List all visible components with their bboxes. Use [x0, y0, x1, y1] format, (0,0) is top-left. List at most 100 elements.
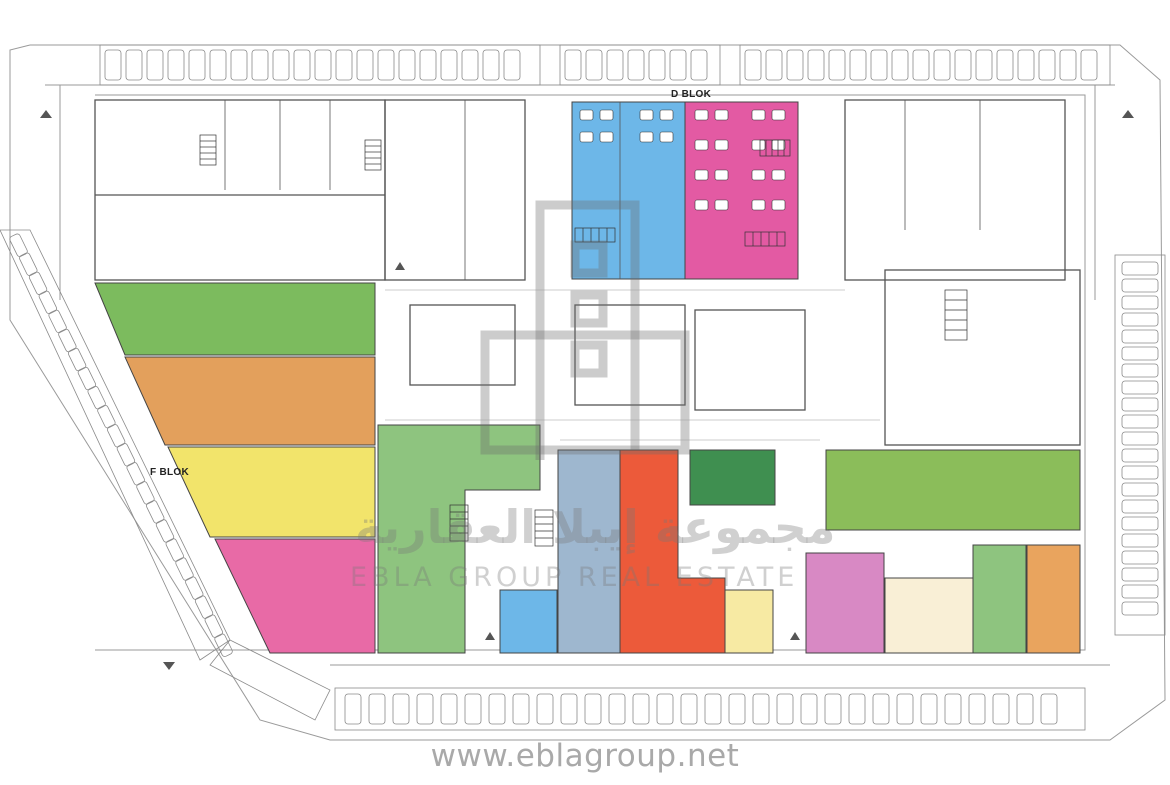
parking-stall — [488, 693, 506, 725]
parking-stall — [1121, 584, 1159, 599]
parking-stall — [1121, 516, 1159, 531]
parking-stall — [728, 693, 746, 725]
parking-stall — [1038, 49, 1056, 81]
parking-stall — [9, 233, 28, 257]
parking-stall — [482, 49, 500, 81]
parking-stall — [419, 49, 437, 81]
parking-stall — [416, 693, 434, 725]
parking-stall — [992, 693, 1010, 725]
parking-stall — [1121, 465, 1159, 480]
table — [659, 109, 674, 121]
parking-stall — [28, 271, 48, 296]
table — [639, 131, 654, 143]
parking-stall — [1121, 482, 1159, 497]
table — [771, 109, 786, 121]
parking-stall — [1016, 693, 1034, 725]
colored-units — [94, 101, 1081, 654]
table — [714, 139, 729, 151]
table — [771, 169, 786, 181]
unit-sage-green — [377, 424, 541, 654]
parking-stall — [77, 366, 97, 391]
unit-yellow — [167, 446, 376, 538]
parking-stall — [165, 538, 184, 562]
parking-stall — [87, 385, 106, 410]
parking-stall — [116, 443, 136, 467]
table — [771, 139, 786, 151]
parking-stall — [1080, 49, 1098, 81]
parking-stall — [627, 49, 645, 81]
parking-stall — [464, 693, 482, 725]
table — [714, 169, 729, 181]
parking-stall — [1121, 261, 1159, 276]
parking-stall — [1059, 49, 1077, 81]
parking-stall — [392, 693, 410, 725]
parking-stall — [704, 693, 722, 725]
parking-stall — [1121, 533, 1159, 548]
parking-stall — [19, 252, 38, 276]
unit-light-yellow — [724, 589, 774, 654]
parking-stall — [344, 693, 362, 725]
unit-red-orange — [619, 449, 726, 654]
parking-stall — [503, 49, 521, 81]
parking-stall — [251, 49, 269, 81]
unit-cream — [884, 577, 974, 654]
parking-stall — [368, 693, 386, 725]
parking-stall — [896, 693, 914, 725]
parking-stall — [744, 49, 762, 81]
parking-stall — [891, 49, 909, 81]
bottom-parking — [334, 687, 1086, 731]
table — [694, 139, 709, 151]
right-parking — [1114, 254, 1166, 636]
parking-stall — [1040, 693, 1058, 725]
parking-stall — [1121, 346, 1159, 361]
parking-stall — [752, 693, 770, 725]
parking-stall — [1121, 397, 1159, 412]
unit-dark-green — [689, 449, 776, 506]
watermark-arabic: مجموعة إيبلا العقارية — [355, 500, 836, 554]
parking-stall — [314, 49, 332, 81]
parking-stall — [849, 49, 867, 81]
parking-stall — [1121, 278, 1159, 293]
table — [579, 131, 594, 143]
parking-stall — [146, 49, 164, 81]
parking-stall — [1017, 49, 1035, 81]
parking-stall — [1121, 567, 1159, 582]
table — [771, 199, 786, 211]
parking-stall — [377, 49, 395, 81]
unit-blue — [571, 101, 686, 280]
corridor-lines — [385, 289, 880, 441]
parking-stall — [1121, 414, 1159, 429]
parking-stall — [1121, 431, 1159, 446]
parking-stall — [800, 693, 818, 725]
table — [714, 109, 729, 121]
parking-stall — [765, 49, 783, 81]
parking-stall — [107, 424, 126, 448]
parking-stall — [272, 49, 290, 81]
parking-stall — [1121, 312, 1159, 327]
parking-stall — [944, 693, 962, 725]
parking-stall — [690, 49, 708, 81]
parking-stall — [188, 49, 206, 81]
parking-stall — [194, 595, 214, 619]
parking-stall — [146, 500, 165, 524]
parking-stall — [356, 49, 374, 81]
table — [751, 109, 766, 121]
parking-stall — [564, 49, 582, 81]
table — [599, 109, 614, 121]
table — [639, 109, 654, 121]
parking-stall — [608, 693, 626, 725]
parking-stall — [167, 49, 185, 81]
parking-stall — [1121, 380, 1159, 395]
parking-stall — [954, 49, 972, 81]
unit-light-orange — [1026, 544, 1081, 654]
parking-stall — [97, 404, 116, 429]
parking-stall — [38, 290, 57, 315]
parking-stall — [48, 309, 67, 334]
parking-stall — [606, 49, 624, 81]
parking-stall — [968, 693, 986, 725]
parking-stall — [1121, 295, 1159, 310]
parking-stall — [104, 49, 122, 81]
parking-stall — [848, 693, 866, 725]
parking-stall — [155, 519, 175, 543]
